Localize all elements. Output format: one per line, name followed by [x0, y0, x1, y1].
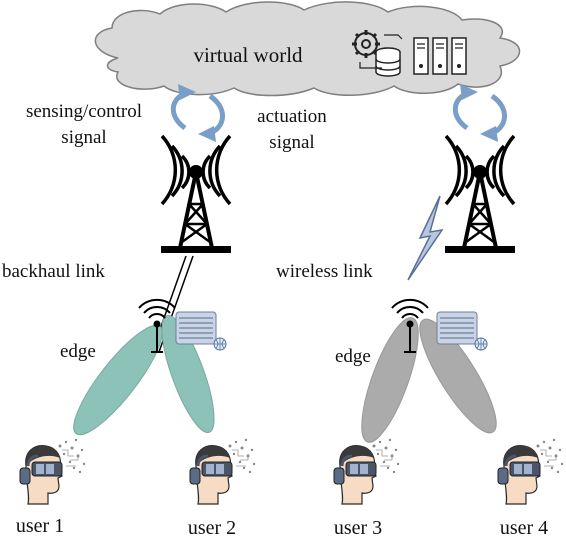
- actuation-label-line1: actuation: [257, 106, 327, 127]
- sensing-control-label-line2: signal: [61, 127, 106, 148]
- backhaul-link-label: backhaul link: [2, 261, 105, 282]
- beam-left: [73, 314, 215, 436]
- vr-headset-user-icon-3: [332, 437, 401, 506]
- user-label-2: user 2: [188, 517, 236, 539]
- actuation-label-line2: signal: [269, 132, 314, 153]
- edge-server-icon-right: [436, 311, 488, 351]
- edge-server-icon-left: [175, 311, 227, 351]
- radio-tower-icon-left: [159, 134, 233, 255]
- sensing-control-label-line1: sensing/control: [26, 101, 142, 122]
- gear-database-icon: [352, 30, 403, 77]
- vr-headset-user-icon-1: [18, 437, 87, 506]
- radio-tower-icon-right: [443, 134, 517, 255]
- cloud-label: virtual world: [193, 43, 303, 67]
- user-label-4: user 4: [500, 517, 548, 539]
- user-label-1: user 1: [16, 515, 64, 537]
- edge-label-left: edge: [60, 341, 96, 362]
- lightning-icon: [407, 195, 444, 281]
- user-label-3: user 3: [334, 517, 382, 539]
- server-rack-icon: [413, 37, 467, 75]
- vr-headset-user-icon-4: [496, 437, 565, 506]
- beam-right: [361, 317, 497, 443]
- wireless-link-label: wireless link: [276, 261, 373, 282]
- vr-headset-user-icon-2: [188, 437, 257, 506]
- edge-label-right: edge: [335, 346, 371, 367]
